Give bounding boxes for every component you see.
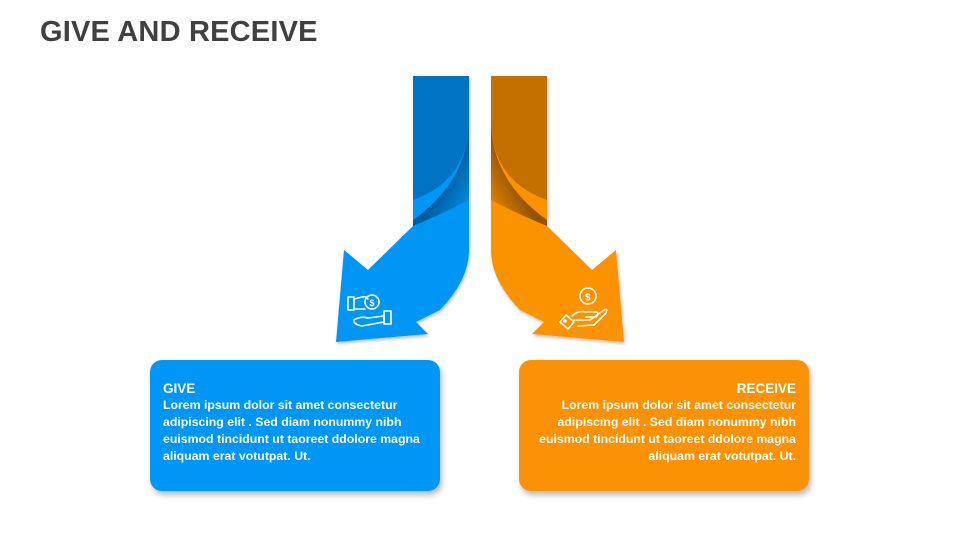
svg-text:$: $ (585, 293, 591, 304)
give-heading: GIVE (163, 381, 196, 396)
receive-arrow (491, 76, 624, 342)
hand-giving-coin-icon: $ (347, 294, 392, 327)
give-arrow-head (336, 120, 469, 342)
page-title: GIVE AND RECEIVE (40, 16, 318, 48)
hand-receiving-coin-icon: $ (559, 287, 608, 330)
receive-description: Lorem ipsum dolor sit amet consectetur a… (539, 398, 796, 463)
svg-text:$: $ (370, 298, 375, 308)
give-description: Lorem ipsum dolor sit amet consectetur a… (163, 398, 420, 463)
receive-arrow-fold (491, 120, 547, 226)
give-arrow (336, 76, 469, 342)
receive-heading: RECEIVE (736, 381, 796, 396)
give-card: GIVE Lorem ipsum dolor sit amet consecte… (150, 360, 440, 491)
receive-card: RECEIVE Lorem ipsum dolor sit amet conse… (519, 360, 809, 491)
give-arrow-fold (413, 120, 469, 226)
receive-arrow-head (491, 120, 624, 342)
